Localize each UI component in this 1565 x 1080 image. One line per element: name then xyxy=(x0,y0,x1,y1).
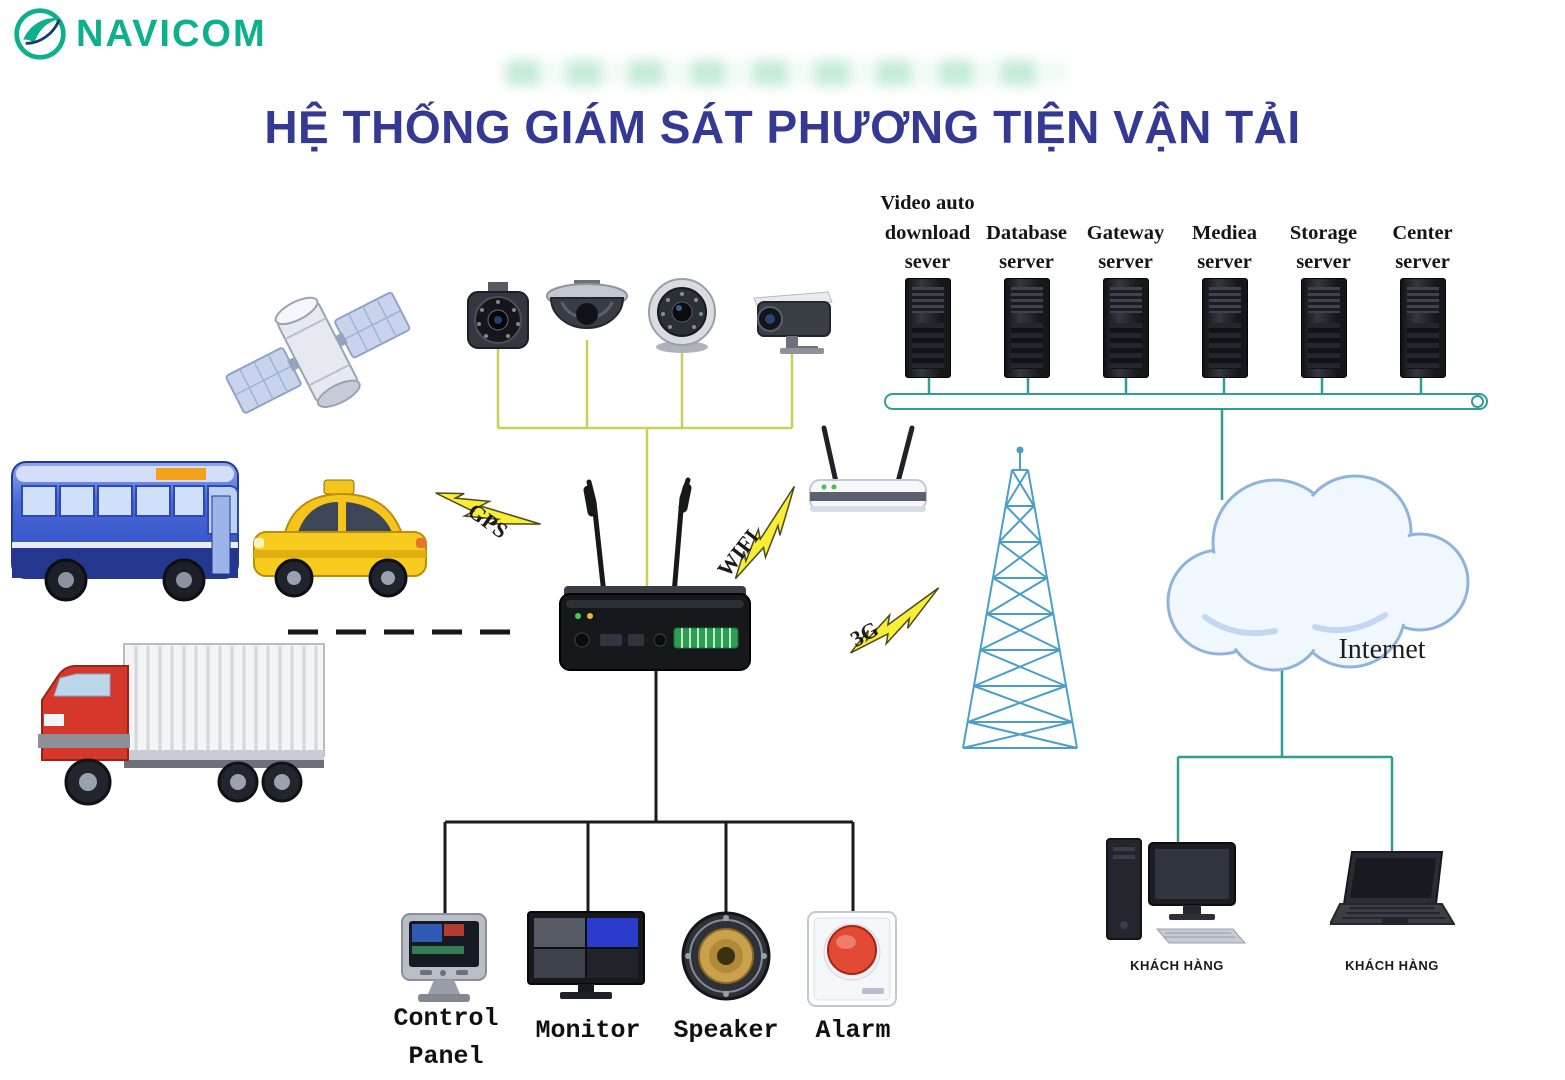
desktop-client-icon xyxy=(1106,838,1247,944)
camera-wires xyxy=(496,340,794,596)
wifi-bolt-icon xyxy=(734,485,796,580)
server-tower-icon xyxy=(904,278,951,378)
internet-label: Internet xyxy=(1338,634,1426,665)
laptop-client-icon xyxy=(1330,851,1455,925)
server-tower-icon xyxy=(1300,278,1347,378)
watermark xyxy=(505,60,1065,86)
server-tower-row xyxy=(878,278,1472,378)
bus-icon xyxy=(11,461,239,602)
server-tower-icon xyxy=(1201,278,1248,378)
server-tower-icon xyxy=(1003,278,1050,378)
control-panel-label: Control Panel xyxy=(393,1004,499,1071)
server-label: Database server xyxy=(986,221,1067,274)
speaker-icon xyxy=(681,911,771,1001)
backbone-pipe xyxy=(884,393,1488,410)
server-label: Mediea server xyxy=(1192,221,1257,274)
eyeball-camera-icon xyxy=(648,278,716,353)
control-panel-icon xyxy=(401,913,487,1002)
peripheral-wires xyxy=(443,660,855,916)
server-labels: Video auto download sever Database serve… xyxy=(878,182,1472,278)
brand-logo: NAVICOM xyxy=(12,6,267,62)
gps-bolt-icon xyxy=(435,492,541,525)
server-tower-icon xyxy=(1102,278,1149,378)
dome-camera-icon xyxy=(546,280,628,329)
cell-tower-icon xyxy=(962,446,1078,749)
taxi-icon xyxy=(253,479,427,598)
mdvr-icon xyxy=(559,477,751,671)
page-title: HỆ THỐNG GIÁM SÁT PHƯƠNG TIỆN VẬN TẢI xyxy=(264,101,1301,153)
server-label: Storage server xyxy=(1289,221,1358,274)
internet-cloud-icon xyxy=(1166,474,1470,672)
router-icon xyxy=(809,425,927,512)
navicom-logo-icon xyxy=(14,8,66,60)
3g-bolt-icon xyxy=(849,587,940,654)
satellite-icon xyxy=(225,291,411,414)
alarm-label: Alarm xyxy=(815,1016,891,1045)
monitor-label: Monitor xyxy=(535,1016,641,1045)
laptop-client-label: KHÁCH HÀNG xyxy=(1345,958,1439,973)
box-camera-icon xyxy=(753,291,833,354)
truck-icon xyxy=(38,643,325,806)
brand-name: NAVICOM xyxy=(76,12,267,55)
server-label: Center server xyxy=(1392,221,1453,274)
server-label: Gateway server xyxy=(1086,221,1165,274)
server-tower-icon xyxy=(1399,278,1446,378)
monitor-icon xyxy=(527,911,645,999)
speaker-label: Speaker xyxy=(673,1016,779,1045)
server-label: Video auto download sever xyxy=(880,191,975,274)
ir-camera-icon xyxy=(467,282,529,349)
desktop-client-label: KHÁCH HÀNG xyxy=(1130,958,1224,973)
alarm-icon xyxy=(807,911,897,1007)
